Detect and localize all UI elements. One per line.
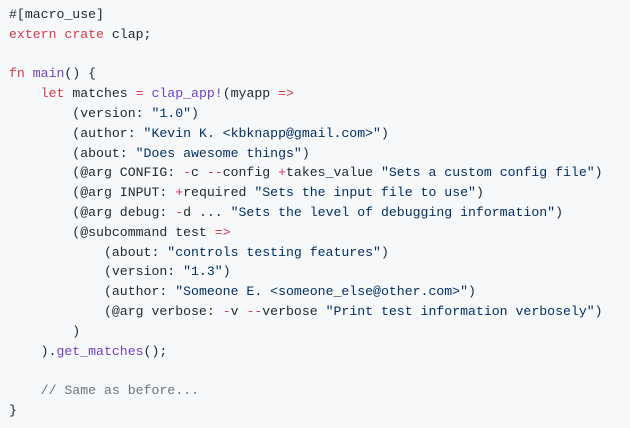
code-text: [9, 86, 41, 101]
function-name: get_matches: [56, 343, 144, 359]
keyword: fn: [9, 66, 25, 82]
code-line: (@subcommand test =>: [9, 223, 630, 243]
code-line: ): [9, 322, 630, 342]
keyword: --: [206, 165, 223, 181]
code-text: (version:: [9, 264, 184, 280]
code-text: (version:: [9, 105, 152, 121]
code-line: let matches = clap_app!(myapp =>: [9, 84, 630, 104]
code-text: (@arg verbose:: [9, 303, 223, 319]
string-literal: "1.0": [151, 105, 192, 121]
keyword: crate: [64, 26, 104, 42]
keyword: =: [135, 86, 144, 102]
code-line: ).get_matches();: [9, 342, 630, 362]
keyword: +: [175, 185, 184, 201]
string-literal: "controls testing features": [167, 244, 381, 260]
code-text: d ...: [183, 204, 231, 220]
code-text: ): [222, 264, 231, 280]
code-text: (about:: [9, 244, 168, 260]
code-text: matches: [64, 86, 136, 102]
code-text: takes_value: [286, 165, 381, 181]
code-text: c: [191, 165, 207, 181]
code-line: (@arg verbose: -v --verbose "Print test …: [9, 302, 630, 322]
code-line: (version: "1.3"): [9, 262, 630, 282]
function-name: clap_app!: [151, 86, 223, 102]
code-text: ): [9, 323, 81, 339]
code-line: (author: "Kevin K. <kbknapp@gmail.com>"): [9, 124, 630, 144]
code-text: }: [9, 402, 17, 418]
code-text: (author:: [9, 125, 144, 141]
code-text: ): [468, 284, 476, 300]
string-literal: "Does awesome things": [135, 145, 302, 161]
code-text: clap;: [103, 26, 152, 42]
code-text: ).: [9, 343, 57, 359]
code-text: () {: [64, 66, 97, 82]
keyword: -: [175, 204, 184, 220]
keyword: =>: [214, 224, 231, 240]
string-literal: "Someone E. <someone_else@other.com>": [175, 284, 469, 300]
code-text: ): [475, 185, 484, 201]
code-line: fn main() {: [9, 64, 630, 84]
string-literal: "1.3": [183, 264, 223, 280]
code-text: ): [191, 105, 199, 121]
code-text: config: [222, 165, 279, 181]
comment: // Same as before...: [40, 383, 199, 399]
code-text: (myapp: [222, 86, 279, 102]
code-line: (version: "1.0"): [9, 104, 630, 124]
keyword: -: [222, 303, 231, 319]
code-text: [25, 66, 33, 81]
code-text: ): [380, 125, 389, 141]
code-line: ​: [9, 45, 630, 65]
code-text: ): [555, 204, 563, 220]
code-text: verbose: [262, 303, 326, 319]
function-name: main: [32, 66, 65, 82]
code-text: ): [594, 165, 603, 181]
keyword: -: [183, 165, 192, 181]
code-text: (@arg CONFIG:: [9, 165, 184, 181]
code-text: (@subcommand test: [9, 224, 215, 240]
code-line: }: [9, 401, 630, 421]
keyword: let: [40, 86, 65, 102]
code-text: ();: [143, 343, 168, 359]
string-literal: "Kevin K. <kbknapp@gmail.com>": [143, 125, 381, 141]
code-text: (about:: [9, 145, 136, 161]
code-text: v: [230, 303, 247, 319]
code-text: required: [183, 185, 255, 201]
keyword: =>: [278, 86, 294, 102]
string-literal: "Print test information verbosely": [325, 303, 595, 319]
code-text: (@arg debug:: [9, 204, 176, 220]
code-text: #[macro_use]: [9, 7, 104, 22]
code-text: ): [594, 303, 603, 319]
code-text: [9, 383, 41, 398]
code-text: (@arg INPUT:: [9, 185, 176, 201]
keyword: --: [246, 303, 263, 319]
code-line: ​: [9, 361, 630, 381]
code-line: (about: "controls testing features"): [9, 243, 630, 263]
code-line: (@arg CONFIG: -c --config +takes_value "…: [9, 163, 630, 183]
code-line: extern crate clap;: [9, 25, 630, 45]
keyword: +: [278, 165, 287, 181]
keyword: extern: [9, 26, 57, 42]
code-line: (author: "Someone E. <someone_else@other…: [9, 282, 630, 302]
code-line: (about: "Does awesome things"): [9, 144, 630, 164]
code-line: (@arg debug: -d ... "Sets the level of d…: [9, 203, 630, 223]
code-text: (author:: [9, 284, 176, 300]
code-text: ): [301, 145, 310, 161]
string-literal: "Sets a custom config file": [380, 165, 595, 181]
code-line: #[macro_use]: [9, 5, 630, 25]
code-line: // Same as before...: [9, 381, 630, 401]
code-line: (@arg INPUT: +required "Sets the input f…: [9, 183, 630, 203]
string-literal: "Sets the input file to use": [254, 185, 476, 201]
code-text: ): [380, 244, 389, 260]
string-literal: "Sets the level of debugging information…: [230, 204, 556, 220]
